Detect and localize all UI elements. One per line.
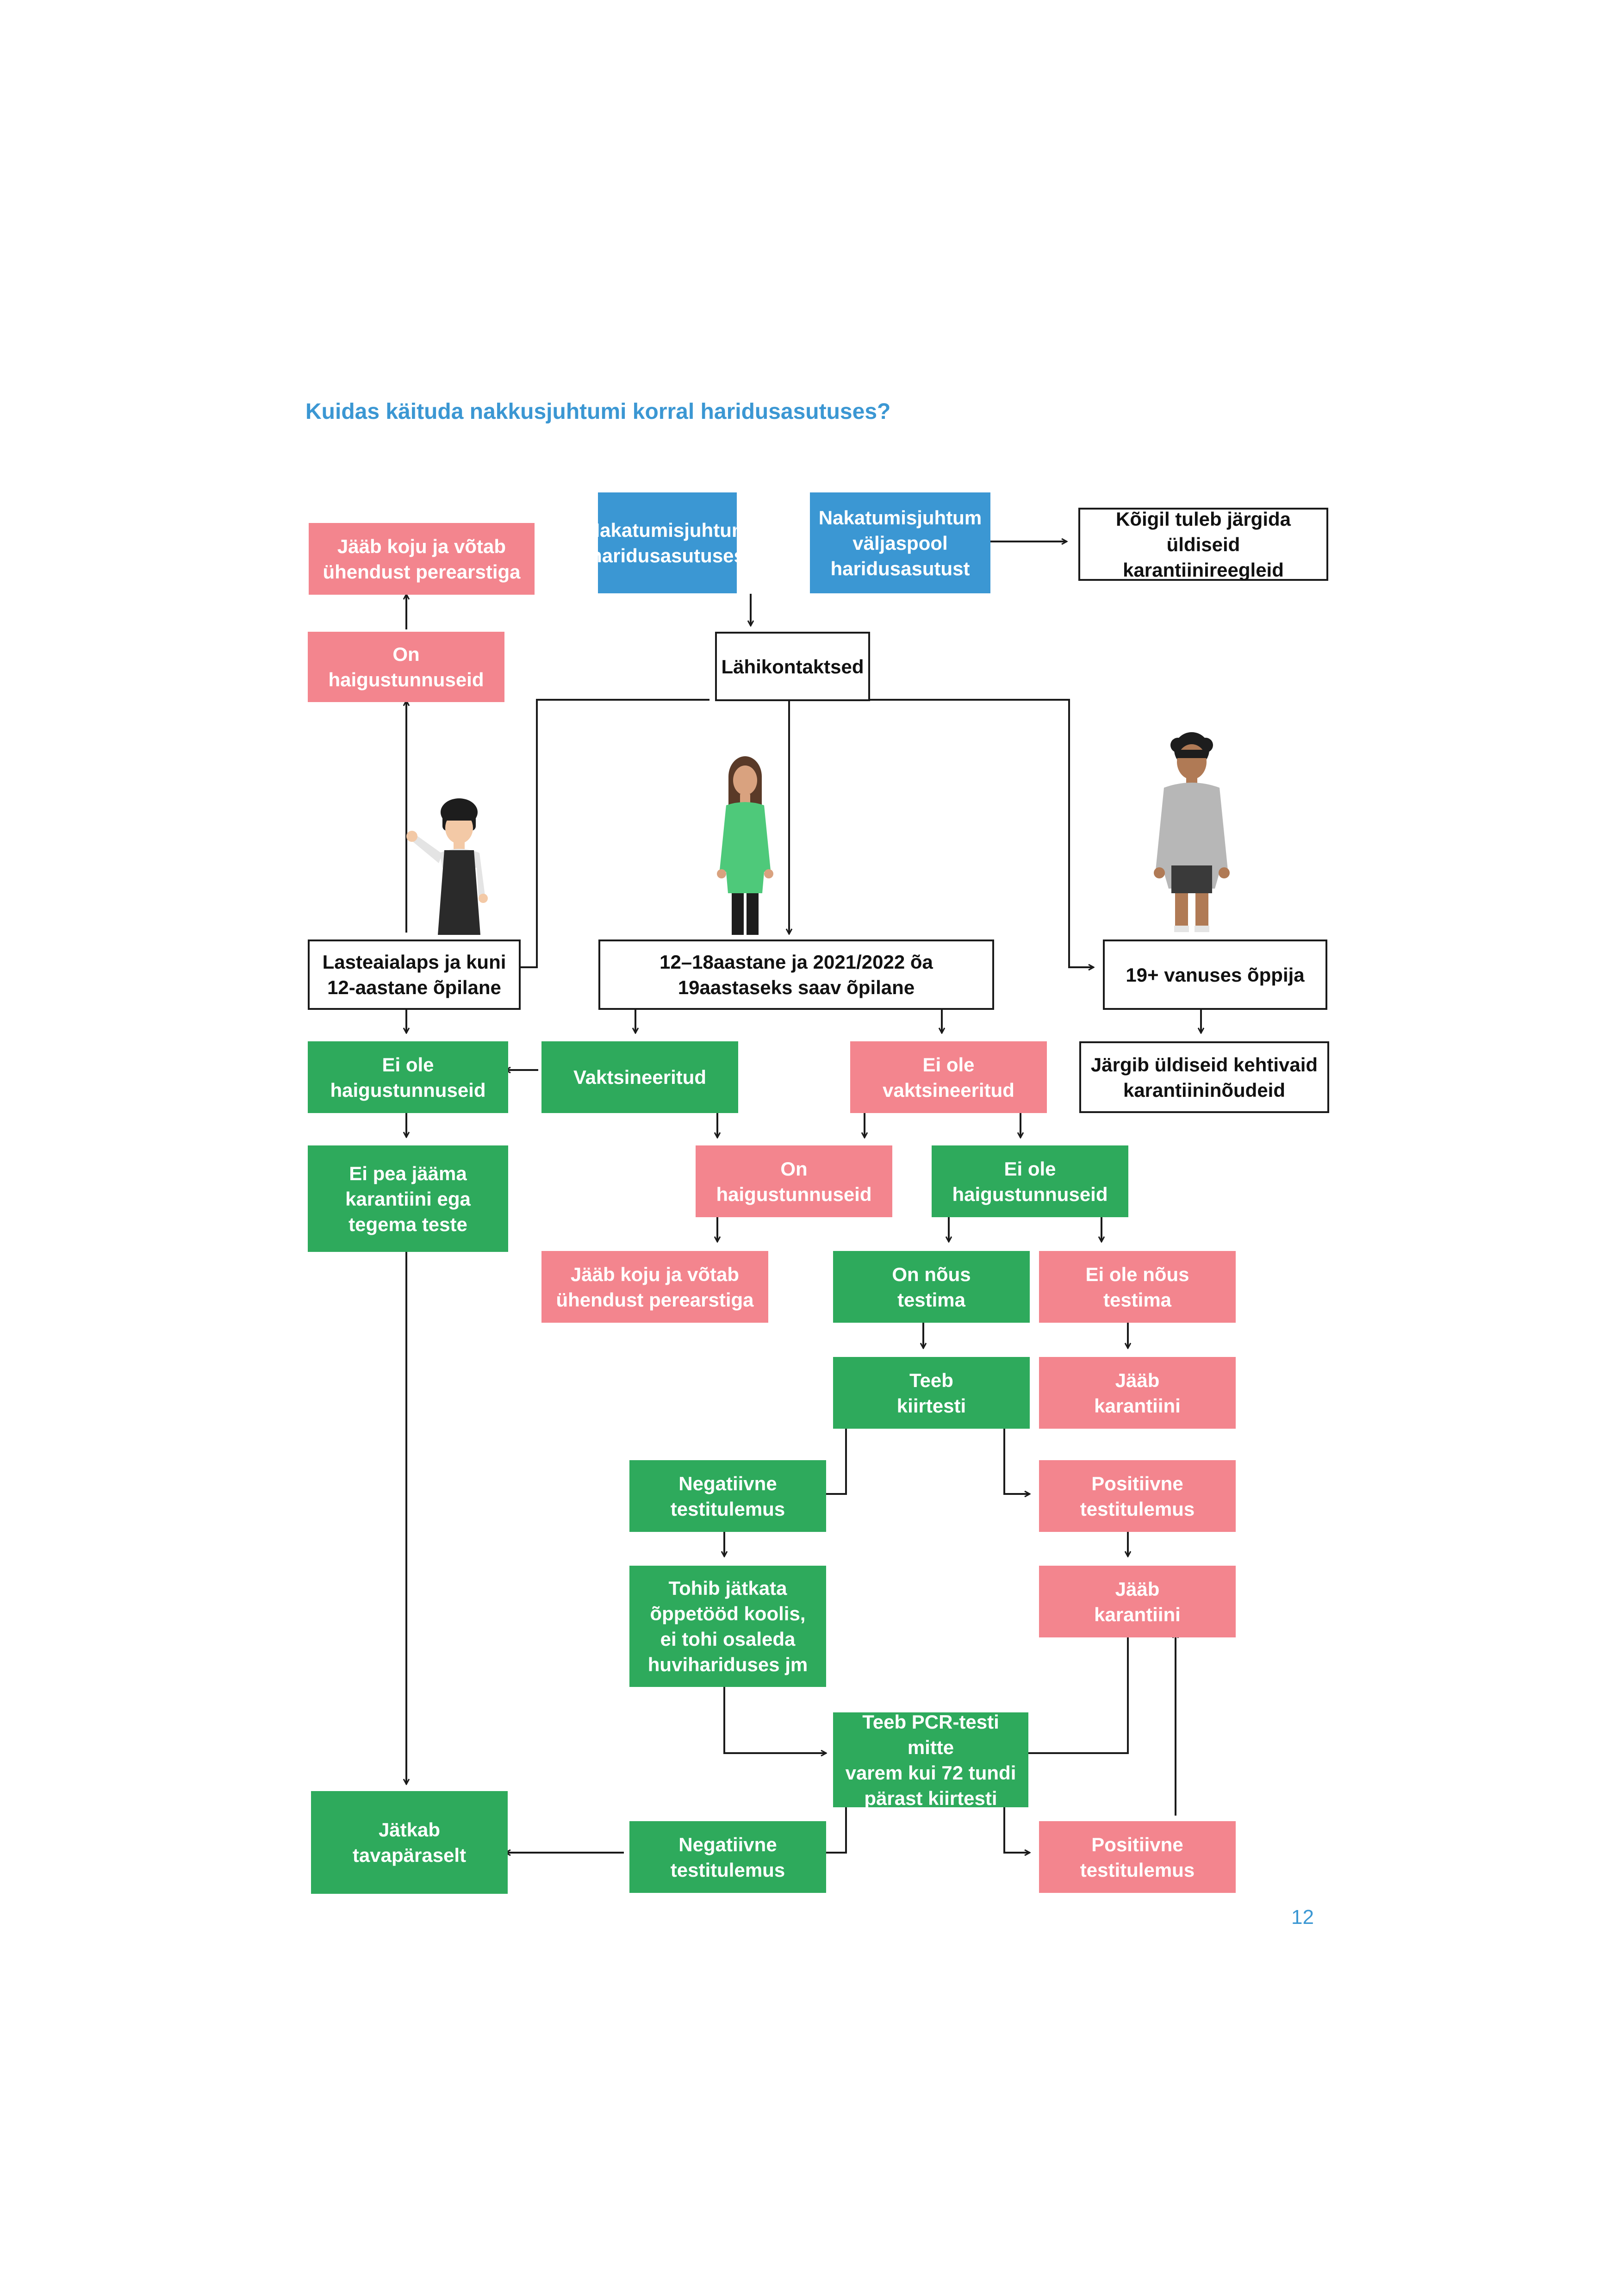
positive-result-node-2: Positiivne testitulemus bbox=[1039, 1821, 1236, 1893]
positive-result-node-1: Positiivne testitulemus bbox=[1039, 1460, 1236, 1532]
rapid-test-node: Teeb kiirtesti bbox=[833, 1357, 1030, 1429]
continue-normally-node: Jätkab tavapäraselt bbox=[311, 1791, 508, 1894]
adult-student-illustration bbox=[1154, 732, 1230, 932]
case-in-school-node: Nakatumisjuhtum haridusasutuses bbox=[586, 492, 749, 593]
negative-result-node-1: Negatiivne testitulemus bbox=[629, 1460, 826, 1532]
student-12-18-node: 12–18aastane ja 2021/2022 õa 19aastaseks… bbox=[598, 940, 994, 1010]
quarantine-node-1: Jääb karantiini bbox=[1039, 1357, 1236, 1429]
case-outside-school-node: Nakatumisjuhtum väljaspool haridusasutus… bbox=[810, 492, 990, 593]
teen-illustration bbox=[717, 756, 773, 935]
vaccinated-node: Vaktsineeritud bbox=[541, 1041, 738, 1113]
stay-home-mid-node: Jääb koju ja võtab ühendust perearstiga bbox=[541, 1251, 768, 1323]
no-quarantine-no-tests-node: Ei pea jääma karantiini ega tegema teste bbox=[308, 1145, 508, 1252]
symptoms-top-node: On haigustunnuseid bbox=[308, 632, 504, 702]
no-symptoms-left-node: Ei ole haigustunnuseid bbox=[308, 1041, 508, 1113]
not-vaccinated-node: Ei ole vaktsineeritud bbox=[850, 1041, 1047, 1113]
may-continue-school-node: Tohib jätkata õppetööd koolis, ei tohi o… bbox=[629, 1566, 826, 1687]
page-number: 12 bbox=[1291, 1906, 1314, 1929]
follows-general-requirements-node: Järgib üldiseid kehtivaid karantiininõud… bbox=[1079, 1041, 1329, 1113]
refuses-test-node: Ei ole nõus testima bbox=[1039, 1251, 1236, 1323]
student-19-plus-node: 19+ vanuses õppija bbox=[1103, 940, 1327, 1010]
symptoms-mid-node: On haigustunnuseid bbox=[696, 1145, 892, 1217]
general-quarantine-rules-node: Kõigil tuleb järgida üldiseid karantiini… bbox=[1078, 508, 1328, 581]
negative-result-node-2: Negatiivne testitulemus bbox=[629, 1821, 826, 1893]
agrees-to-test-node: On nõus testima bbox=[833, 1251, 1030, 1323]
kindergarten-child-node: Lasteaialaps ja kuni 12-aastane õpilane bbox=[308, 940, 521, 1010]
quarantine-node-2: Jääb karantiini bbox=[1039, 1566, 1236, 1637]
pcr-test-node: Teeb PCR-testi mitte varem kui 72 tundi … bbox=[833, 1711, 1028, 1809]
close-contacts-node: Lähikontaktsed bbox=[715, 632, 870, 701]
page-title: Kuidas käituda nakkusjuhtumi korral hari… bbox=[305, 399, 891, 424]
stay-home-top-node: Jääb koju ja võtab ühendust perearstiga bbox=[309, 523, 535, 595]
child-illustration bbox=[406, 798, 488, 935]
no-symptoms-mid-node: Ei ole haigustunnuseid bbox=[932, 1145, 1128, 1217]
